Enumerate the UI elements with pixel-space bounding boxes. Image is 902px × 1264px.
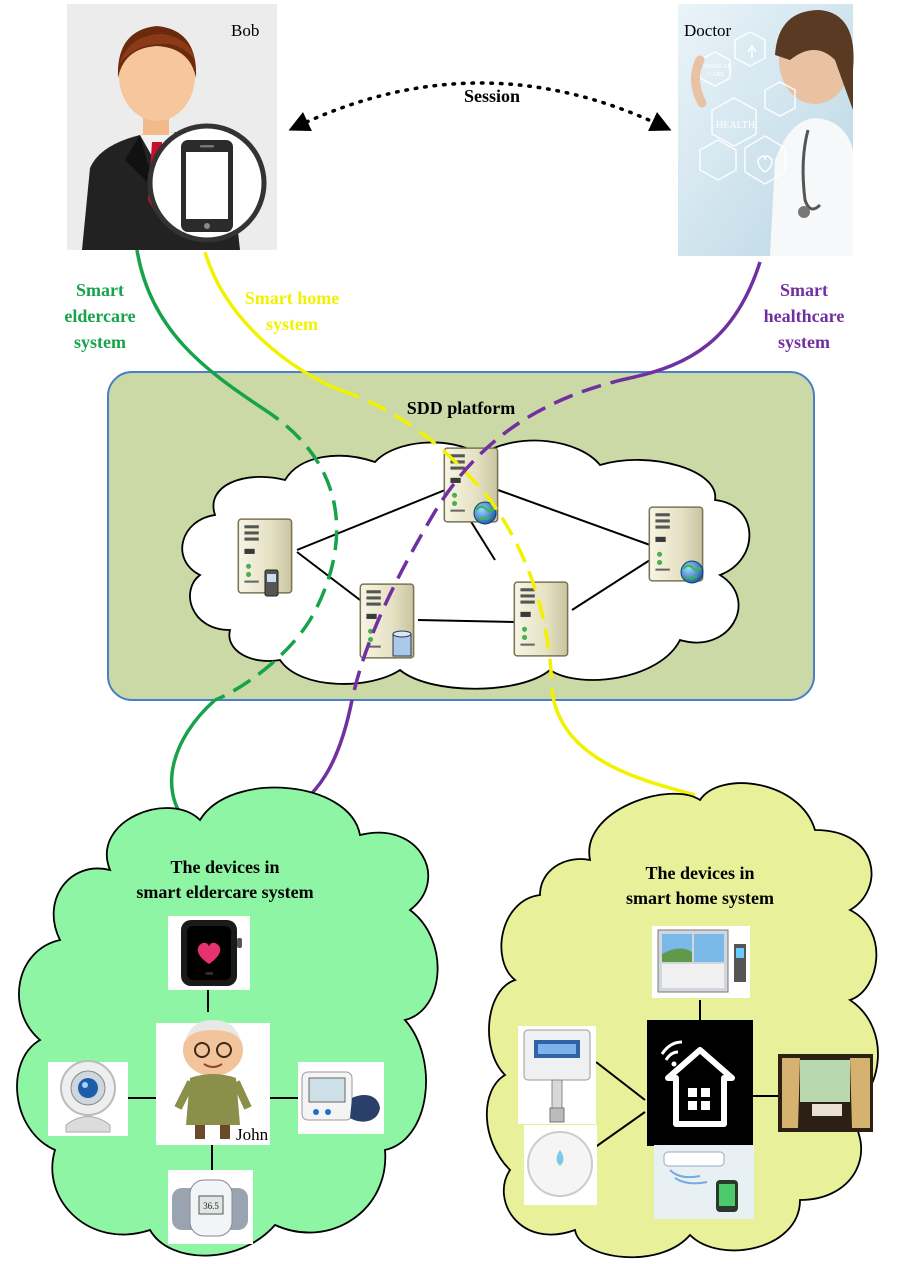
home-devices-title-line-2: smart home system	[626, 888, 774, 908]
eldercare-label-line-3: system	[74, 332, 126, 352]
web-server-top	[443, 447, 499, 525]
air-sensor-icon	[518, 1026, 596, 1124]
healthcare-label-line-3: system	[778, 332, 830, 352]
phone-server	[237, 518, 293, 597]
elderly-man-john-icon	[156, 1020, 270, 1145]
sdd-platform-title: SDD platform	[407, 398, 516, 418]
eldercare-system-label: Smart eldercare system	[64, 280, 135, 352]
session-arrow	[288, 81, 672, 132]
eldercare-devices-cloud	[16, 786, 439, 1257]
web-server-right	[648, 506, 704, 584]
webcam-icon	[48, 1060, 128, 1136]
database-server	[359, 583, 415, 659]
eldercare-devices-title-line-2: smart eldercare system	[136, 882, 313, 902]
doctor-photo: MEDICAL CARE HEALTH	[678, 4, 854, 256]
healthcare-curve-platform	[350, 376, 631, 701]
eldercare-curve-top	[135, 249, 263, 410]
bob-label: Bob	[231, 21, 259, 40]
healthcare-curve-top	[629, 261, 762, 380]
watch-text: 1000	[205, 971, 213, 976]
home-curve-platform	[339, 388, 554, 691]
healthcare-label-line-2: healthcare	[764, 306, 845, 326]
bob-figure	[67, 4, 277, 250]
smart-watch-icon: 1000	[168, 916, 250, 990]
blood-pressure-monitor-icon	[298, 1062, 384, 1134]
home-system-label: Smart home system	[245, 288, 339, 334]
thermometer-reading: 36.5	[203, 1201, 219, 1211]
healthcare-system-label: Smart healthcare system	[764, 280, 845, 352]
doctor-label: Doctor	[684, 21, 732, 40]
home-label-line-2: system	[266, 314, 318, 334]
middle-server	[513, 581, 569, 657]
eldercare-curve-bottom	[169, 698, 217, 822]
home-curve-bottom	[550, 689, 696, 797]
doctor-screen-word-2: CARE	[708, 72, 724, 78]
home-label-line-1: Smart home	[245, 288, 339, 308]
humidity-sensor-icon	[524, 1125, 597, 1205]
home-curve-top	[203, 251, 341, 392]
eldercare-curve-platform	[214, 406, 339, 702]
eldercare-devices-title-line-1: The devices in	[170, 857, 279, 877]
curtain-icon	[778, 1054, 873, 1132]
smart-home-hub-icon	[647, 1020, 753, 1146]
doctor-screen-word-1: MEDICAL	[704, 64, 732, 70]
smart-window-icon	[652, 926, 750, 998]
air-conditioner-icon	[654, 1145, 754, 1219]
eldercare-device-links	[128, 990, 298, 1170]
eldercare-label-line-1: Smart	[76, 280, 124, 300]
network-links	[296, 489, 651, 623]
healthcare-label-line-1: Smart	[780, 280, 828, 300]
eldercare-label-line-2: eldercare	[64, 306, 135, 326]
doctor-screen-word-3: HEALTH	[716, 120, 755, 131]
session-label: Session	[464, 86, 520, 106]
network-cloud	[181, 439, 751, 690]
home-devices-title-line-1: The devices in	[645, 863, 754, 883]
john-label: John	[236, 1125, 269, 1144]
wrist-thermometer-icon: 36.5	[168, 1170, 253, 1244]
